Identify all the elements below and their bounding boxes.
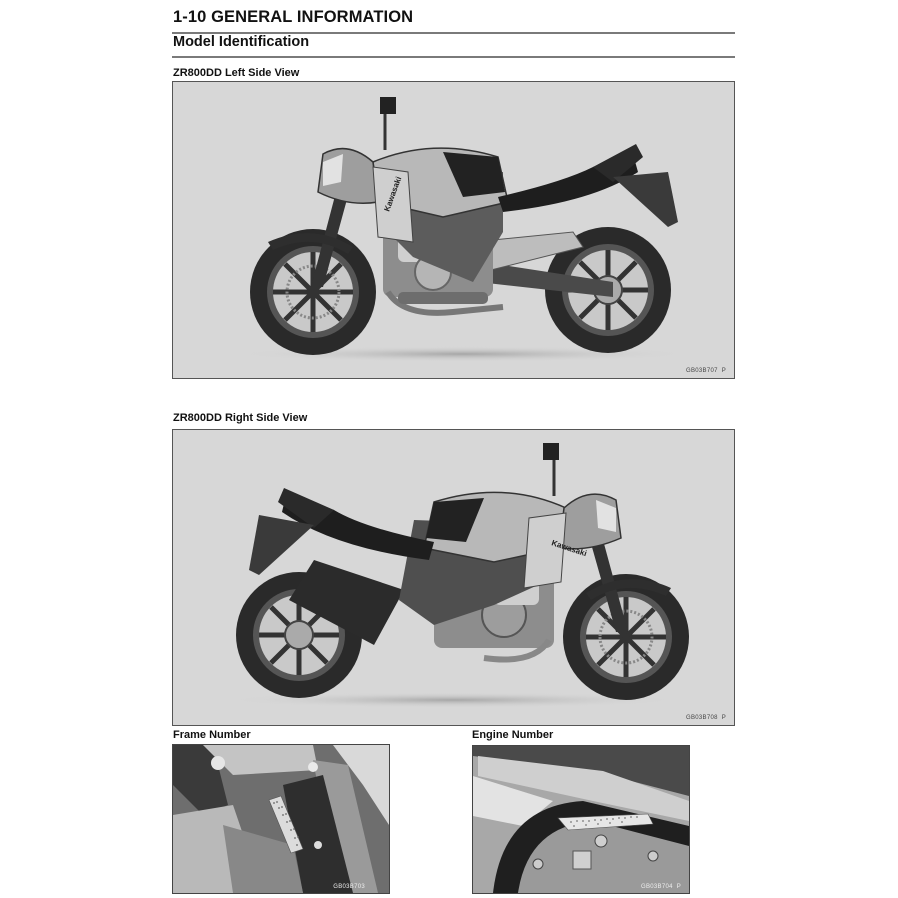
frame-number-photo: GB03B703 bbox=[172, 744, 390, 894]
motorcycle-left-side-illustration: Kawasaki bbox=[233, 97, 693, 362]
subsection-title: Model Identification bbox=[173, 34, 310, 50]
right-view-caption: ZR800DD Right Side View bbox=[173, 412, 308, 424]
engine-number-photo: GB03B704 P bbox=[472, 745, 690, 894]
left-side-view-figure: Kawasaki GB03B707 P bbox=[172, 81, 735, 379]
engine-number-caption: Engine Number bbox=[472, 729, 554, 741]
header-rule bbox=[172, 32, 735, 34]
left-view-figure-id: GB03B707 P bbox=[685, 368, 726, 374]
motorcycle-right-side-illustration: Kawasaki bbox=[223, 443, 689, 708]
frame-number-caption: Frame Number bbox=[173, 729, 251, 741]
left-view-caption: ZR800DD Left Side View bbox=[173, 67, 300, 79]
section-title: 1-10 GENERAL INFORMATION bbox=[173, 8, 414, 26]
engine-number-figure-id: GB03B704 P bbox=[640, 884, 681, 890]
engine-number-location-illustration bbox=[473, 746, 689, 893]
frame-number-location-illustration bbox=[173, 745, 389, 893]
right-view-figure-id: GB03B708 P bbox=[685, 715, 726, 721]
frame-number-plate bbox=[268, 795, 304, 854]
right-side-view-figure: Kawasaki GB03B708 P bbox=[172, 429, 735, 726]
engine-number-plate bbox=[557, 813, 654, 831]
frame-number-figure-id: GB03B703 bbox=[333, 884, 365, 890]
subsection-rule bbox=[172, 56, 735, 58]
